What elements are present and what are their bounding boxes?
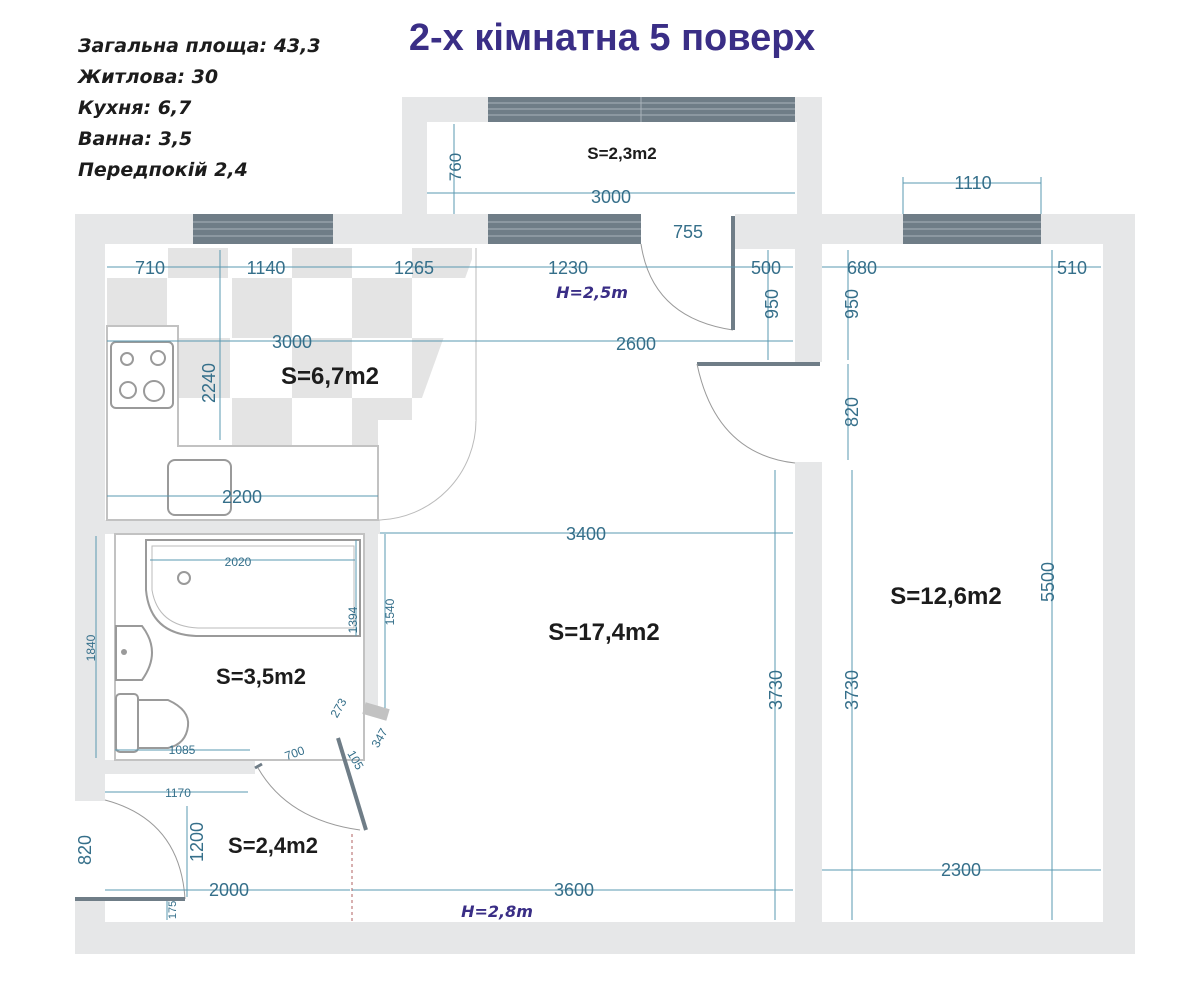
stat-total: Загальна площа: 43,3 — [77, 35, 321, 57]
dim-3000-kitchen: 3000 — [272, 332, 312, 352]
bathroom-fixtures — [114, 533, 365, 761]
dim-5500: 5500 — [1038, 562, 1058, 602]
dim-2300: 2300 — [941, 860, 981, 880]
dim-500: 500 — [751, 258, 781, 278]
sink-icon — [167, 459, 232, 516]
dim-820-hall: 820 — [75, 835, 95, 865]
dim-950-b: 950 — [842, 289, 862, 319]
dim-1230: 1230 — [548, 258, 588, 278]
page-title: 2-х кімнатна 5 поверх — [409, 17, 815, 59]
hall-area: S=2,4m2 — [228, 833, 318, 858]
stat-living: Житлова: 30 — [76, 66, 218, 88]
bathroom-area: S=3,5m2 — [216, 664, 306, 689]
dim-1170: 1170 — [165, 786, 191, 800]
dim-175: 175 — [167, 901, 179, 919]
dim-2600: 2600 — [616, 334, 656, 354]
bathtub-icon — [145, 539, 361, 637]
living-area: S=17,4m2 — [548, 619, 659, 646]
dim-3730-b: 3730 — [842, 670, 862, 710]
washbasin-icon — [115, 625, 153, 681]
dim-1140: 1140 — [247, 258, 286, 278]
dim-950-a: 950 — [762, 289, 782, 319]
window-living — [488, 214, 641, 244]
doors — [75, 216, 820, 922]
dim-1200: 1200 — [187, 822, 207, 862]
main-height: H=2,8m — [461, 902, 533, 921]
dim-1085: 1085 — [169, 743, 196, 757]
dim-680: 680 — [847, 258, 877, 278]
window-bedroom — [903, 214, 1041, 244]
dim-700: 700 — [283, 743, 307, 763]
dim-820-door: 820 — [842, 397, 862, 427]
dimension-lines — [95, 124, 1101, 920]
window-kitchen — [193, 214, 333, 244]
dim-3000-balcony: 3000 — [591, 187, 631, 207]
dim-2000: 2000 — [209, 880, 249, 900]
dim-3400: 3400 — [566, 524, 606, 544]
dim-2240: 2240 — [199, 363, 219, 403]
stat-kitchen: Кухня: 6,7 — [78, 97, 192, 119]
dim-1540: 1540 — [383, 598, 397, 625]
toilet-icon — [115, 693, 190, 753]
stats-block: Загальна площа: 43,3 Житлова: 30 Кухня: … — [76, 35, 321, 181]
dim-2020: 2020 — [225, 555, 252, 569]
dim-2200: 2200 — [222, 487, 262, 507]
kitchen-area: S=6,7m2 — [281, 363, 379, 390]
balcony-area: S=2,3m2 — [587, 144, 656, 163]
dim-347: 347 — [368, 726, 390, 751]
stat-bath: Ванна: 3,5 — [78, 128, 192, 150]
balcony-height: H=2,5m — [556, 283, 628, 302]
dim-1394: 1394 — [346, 606, 360, 633]
dim-1840: 1840 — [84, 634, 98, 661]
dim-755: 755 — [673, 222, 703, 242]
stove-icon — [110, 341, 174, 409]
window-balcony — [488, 97, 795, 122]
dim-760: 760 — [446, 153, 465, 181]
dim-3600: 3600 — [554, 880, 594, 900]
bedroom-area: S=12,6m2 — [890, 583, 1001, 610]
dim-510: 510 — [1057, 258, 1087, 278]
windows — [193, 97, 1041, 244]
dim-1265: 1265 — [394, 258, 434, 278]
dim-3730-a: 3730 — [766, 670, 786, 710]
stat-hall: Передпокій 2,4 — [78, 159, 248, 181]
dim-710: 710 — [135, 258, 165, 278]
dim-1110: 1110 — [954, 173, 991, 193]
